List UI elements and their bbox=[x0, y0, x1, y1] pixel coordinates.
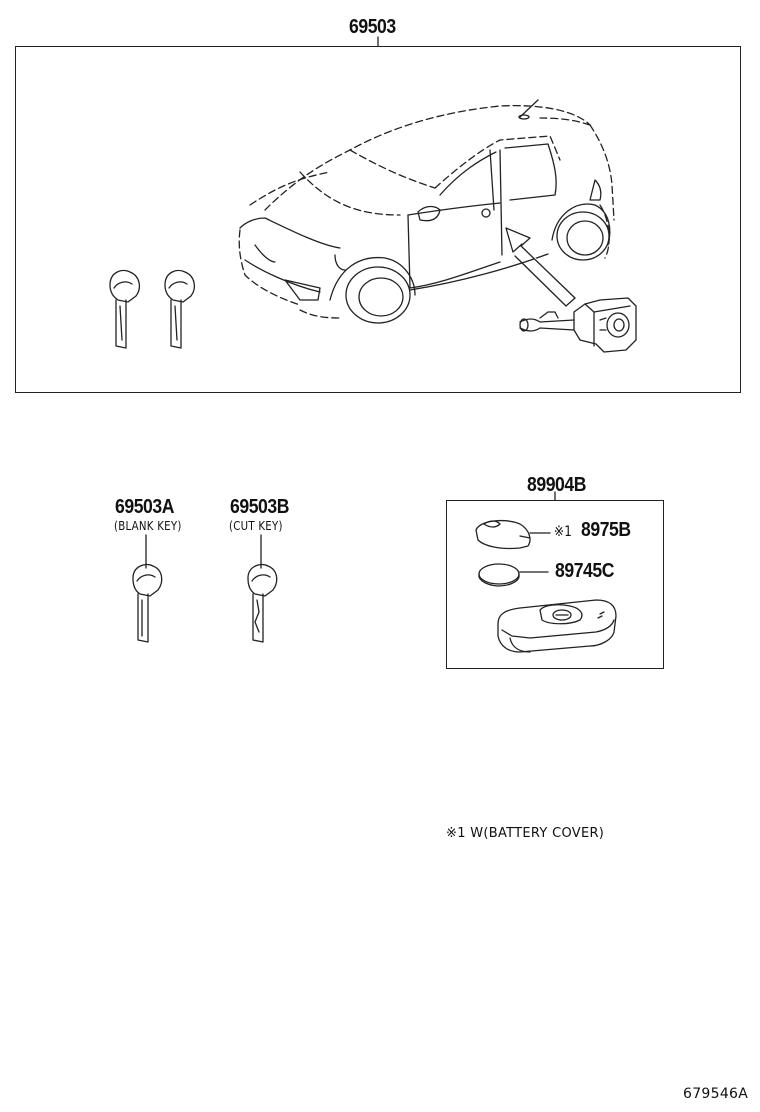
part-label-89745c: 89745C bbox=[555, 560, 615, 582]
cut-key bbox=[247, 534, 278, 643]
battery-cover-footnote: ※1 W(BATTERY COVER) bbox=[446, 826, 605, 841]
part-label-8975b: 8975B bbox=[581, 519, 631, 541]
blank-key-description: (BLANK KEY) bbox=[114, 519, 182, 533]
coin-battery bbox=[478, 563, 549, 587]
key-pair-in-assembly bbox=[109, 269, 196, 349]
part-label-69503: 69503 bbox=[349, 16, 396, 38]
smart-key-fob bbox=[497, 599, 617, 653]
vehicle-outline bbox=[238, 99, 615, 324]
battery-cover-mark: ※1 bbox=[554, 524, 573, 540]
figure-id: 679546A bbox=[683, 1086, 749, 1102]
part-label-69503b: 69503B bbox=[230, 496, 290, 518]
part-label-89904b: 89904B bbox=[527, 474, 587, 496]
part-label-69503a: 69503A bbox=[115, 496, 175, 518]
battery-cover bbox=[475, 519, 551, 550]
cut-key-description: (CUT KEY) bbox=[229, 519, 283, 533]
door-lock-arrow bbox=[505, 227, 576, 307]
blank-key bbox=[132, 534, 163, 643]
door-lock-cylinder bbox=[519, 297, 637, 353]
